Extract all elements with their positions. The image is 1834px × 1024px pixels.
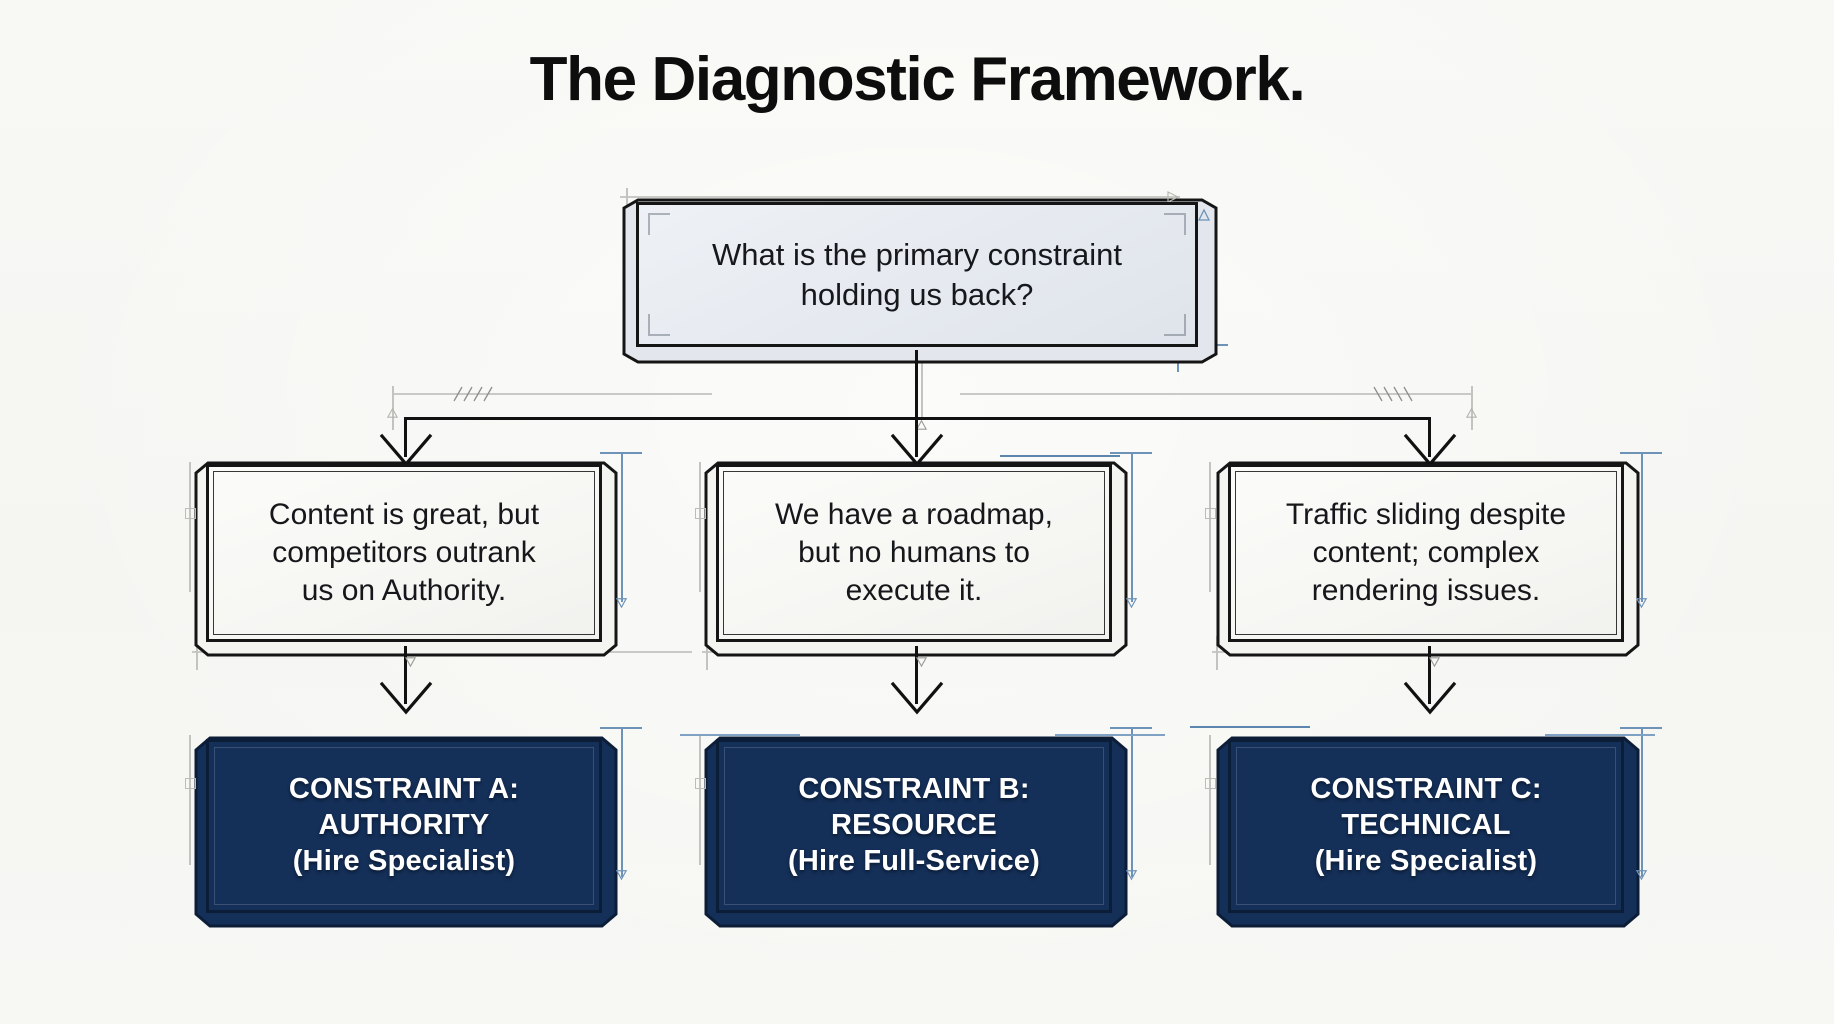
constraint-c-heading: CONSTRAINT C:: [1310, 773, 1542, 806]
leader-line-b-bottom: [699, 735, 701, 865]
dim-bracket-a-bottom-top: [600, 727, 642, 729]
dim-arrow-c-bottom-icon: [1635, 870, 1648, 881]
dim-arrow-c-icon: [1635, 598, 1648, 609]
constraint-a-category: AUTHORITY: [318, 809, 490, 842]
dim-arrow-right-span-icon: [1465, 407, 1478, 418]
constraint-c-action: (Hire Specialist): [1314, 844, 1538, 877]
leader-line-a-left: [189, 462, 191, 592]
symptom-b-line3: execute it.: [845, 574, 983, 608]
node-symptom-c[interactable]: Traffic sliding despite content; complex…: [1216, 461, 1640, 657]
constraint-b-heading: CONSTRAINT B:: [798, 773, 1030, 806]
node-constraint-c[interactable]: CONSTRAINT C: TECHNICAL (Hire Specialist…: [1216, 736, 1640, 928]
arrowhead-b2-icon: [890, 681, 944, 715]
constraint-a-action: (Hire Specialist): [292, 844, 516, 877]
constraint-c-category: TECHNICAL: [1341, 809, 1511, 842]
dim-arrow-b-icon: [1125, 598, 1138, 609]
dim-line-left-span: [392, 393, 712, 395]
dim-arrow-left-span-icon: [386, 407, 399, 418]
dim-bracket-c-bottom-top: [1620, 727, 1662, 729]
leader-tick-b-left: [695, 508, 706, 519]
node-symptom-c-face: Traffic sliding despite content; complex…: [1228, 464, 1624, 642]
symptom-c-line2: content; complex: [1312, 535, 1540, 569]
arrowhead-c2-icon: [1403, 681, 1457, 715]
dim-arrow-top-box-icon: [1197, 208, 1211, 221]
symptom-c-line1: Traffic sliding despite: [1285, 497, 1567, 531]
dim-bracket-a-bottom-right: [621, 727, 623, 877]
hatch-marks-right-icon: [1373, 386, 1413, 402]
dim-bracket-c-top: [1620, 452, 1662, 454]
marker-b-mid-icon: [915, 657, 928, 668]
leader-tick-b-bottom: [695, 778, 706, 789]
dim-bracket-b-bottom-top: [1110, 727, 1152, 729]
constraint-b-action: (Hire Full-Service): [788, 844, 1040, 877]
symptom-a-line3: us on Authority.: [301, 574, 507, 608]
node-root-face: What is the primary constraint holding u…: [636, 202, 1198, 347]
accent-rule-a: [1190, 726, 1310, 728]
node-symptom-b[interactable]: We have a roadmap, but no humans to exec…: [704, 461, 1128, 657]
node-constraint-c-face: CONSTRAINT C: TECHNICAL (Hire Specialist…: [1228, 739, 1624, 913]
symptom-c-line3: rendering issues.: [1311, 574, 1541, 608]
node-constraint-b[interactable]: CONSTRAINT B: RESOURCE (Hire Full-Servic…: [704, 736, 1128, 928]
leader-tick-c-left: [1205, 508, 1216, 519]
leader-tick-a-bottom: [185, 778, 196, 789]
dim-bracket-a-top: [600, 452, 642, 454]
symptom-a-line1: Content is great, but: [268, 497, 540, 531]
node-symptom-b-face: We have a roadmap, but no humans to exec…: [716, 464, 1112, 642]
constraint-a-heading: CONSTRAINT A:: [288, 773, 520, 806]
dim-bracket-a-right: [621, 452, 623, 602]
node-root-line2: holding us back?: [800, 276, 1034, 312]
marker-c-mid-icon: [1428, 657, 1441, 668]
hatch-marks-left-icon: [453, 386, 493, 402]
node-root-line1: What is the primary constraint: [711, 237, 1123, 273]
dim-bracket-b-right: [1131, 452, 1133, 602]
dim-bracket-c-bottom-right: [1641, 727, 1643, 877]
leader-tick-c-bottom: [1205, 778, 1216, 789]
leader-tick-a-left: [185, 508, 196, 519]
page-title: The Diagnostic Framework.: [529, 45, 1306, 114]
marker-a-mid-icon: [404, 657, 417, 668]
node-constraint-a[interactable]: CONSTRAINT A: AUTHORITY (Hire Specialist…: [194, 736, 618, 928]
dim-accent-a: [1000, 455, 1120, 457]
dim-arrow-a-icon: [615, 598, 628, 609]
arrowhead-a2-icon: [379, 681, 433, 715]
node-symptom-a-face: Content is great, but competitors outran…: [206, 464, 602, 642]
dim-bracket-b-bottom-right: [1131, 727, 1133, 877]
dim-arrow-a-bottom-icon: [615, 870, 628, 881]
symptom-a-line2: competitors outrank: [272, 535, 536, 569]
constraint-b-category: RESOURCE: [831, 809, 997, 842]
dim-arrow-b-bottom-icon: [1125, 870, 1138, 881]
node-root-question[interactable]: What is the primary constraint holding u…: [622, 198, 1218, 364]
node-symptom-a[interactable]: Content is great, but competitors outran…: [194, 461, 618, 657]
dim-bracket-b-top: [1110, 452, 1152, 454]
dim-bracket-c-right: [1641, 452, 1643, 602]
node-constraint-b-face: CONSTRAINT B: RESOURCE (Hire Full-Servic…: [716, 739, 1112, 913]
node-constraint-a-face: CONSTRAINT A: AUTHORITY (Hire Specialist…: [206, 739, 602, 913]
symptom-b-line1: We have a roadmap,: [775, 497, 1053, 531]
connector-root-stem: [915, 350, 918, 418]
symptom-b-line2: but no humans to: [798, 535, 1030, 569]
leader-line-a-bottom: [189, 735, 191, 865]
leader-line-c-left: [1209, 462, 1211, 592]
leader-line-b-left: [699, 462, 701, 592]
leader-line-c-bottom: [1209, 735, 1211, 865]
